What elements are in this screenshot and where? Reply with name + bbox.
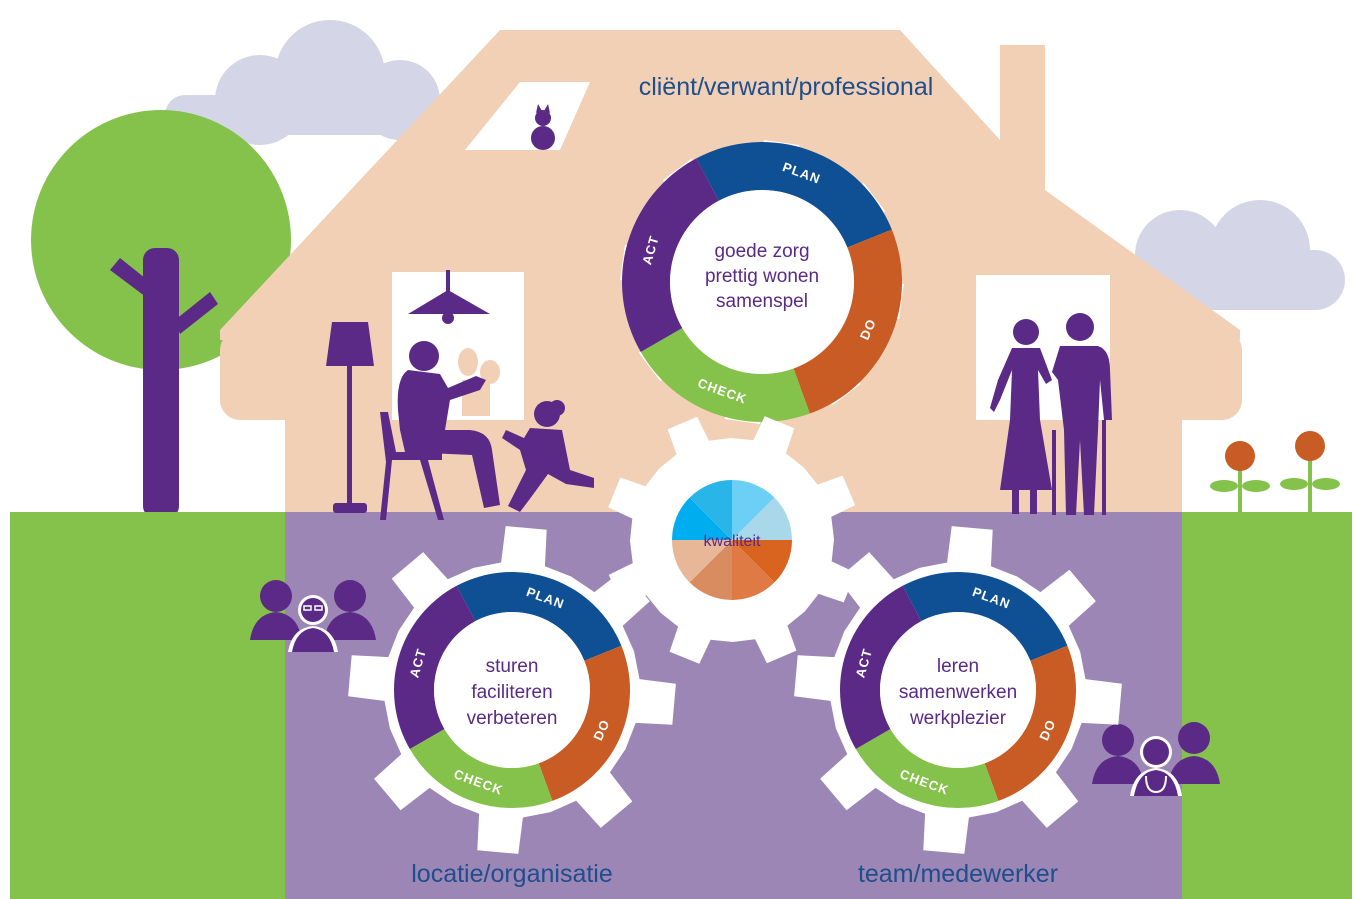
label-team: team/medewerker xyxy=(858,860,1058,888)
grass-right xyxy=(1182,512,1352,899)
ring-segment-act xyxy=(394,585,476,749)
quality-wheel-slice xyxy=(732,480,775,540)
parent-child-icon xyxy=(380,341,594,520)
gear-left-line-2: faciliteren xyxy=(471,682,552,703)
cat-icon xyxy=(531,104,555,150)
ring-segment-plan xyxy=(456,571,622,661)
gear-left-line-3: verbeteren xyxy=(467,708,558,729)
quality-wheel-slice xyxy=(732,540,792,583)
label-organisation: locatie/organisatie xyxy=(411,860,613,888)
ring-segment-act xyxy=(840,585,922,749)
plant-icon xyxy=(458,348,500,416)
care-team-icon xyxy=(1092,722,1220,796)
ring-segment-act xyxy=(622,158,719,352)
label-client: cliënt/verwant/professional xyxy=(639,73,934,101)
cloud-left xyxy=(165,20,445,145)
quality-wheel xyxy=(672,480,792,600)
ring-segment-plan xyxy=(696,142,892,248)
gear-top-line-2: prettig wonen xyxy=(705,266,819,287)
ring-segment-do xyxy=(984,645,1076,801)
quality-wheel-slice xyxy=(689,540,732,600)
tree-icon xyxy=(31,110,291,518)
ring-segment-do xyxy=(793,229,902,414)
quality-wheel-slice xyxy=(732,540,775,600)
quality-wheel-slice xyxy=(672,540,732,583)
flower-icon xyxy=(1210,441,1270,514)
ring-segment-check xyxy=(409,729,553,808)
quality-wheel-slice xyxy=(732,497,792,540)
attic-window xyxy=(465,82,590,150)
ring-segment-check xyxy=(855,729,999,808)
management-group-icon xyxy=(250,580,376,652)
gear-right-line-3: werkplezier xyxy=(909,708,1007,729)
gear-right-line-2: samenwerken xyxy=(899,682,1017,703)
gear-quality: kwaliteit xyxy=(608,416,856,664)
flower-icon xyxy=(1280,431,1340,514)
quality-wheel-slice xyxy=(672,497,732,540)
elderly-couple-icon xyxy=(990,313,1112,515)
floor-lamp-icon xyxy=(326,322,374,513)
gear-left-line-1: sturen xyxy=(486,656,539,677)
ring-segment-do xyxy=(538,645,630,801)
quality-wheel-slice xyxy=(689,480,732,540)
pendant-lamp-icon xyxy=(408,270,490,324)
gear-top-line-3: samenspel xyxy=(716,291,808,312)
gear-right-line-1: leren xyxy=(937,656,979,677)
ring-segment-plan xyxy=(902,572,1068,661)
gear-top-line-1: goede zorg xyxy=(714,241,809,262)
quality-label: kwaliteit xyxy=(704,533,761,550)
ring-segment-check xyxy=(640,328,810,422)
grass-left xyxy=(10,512,286,899)
